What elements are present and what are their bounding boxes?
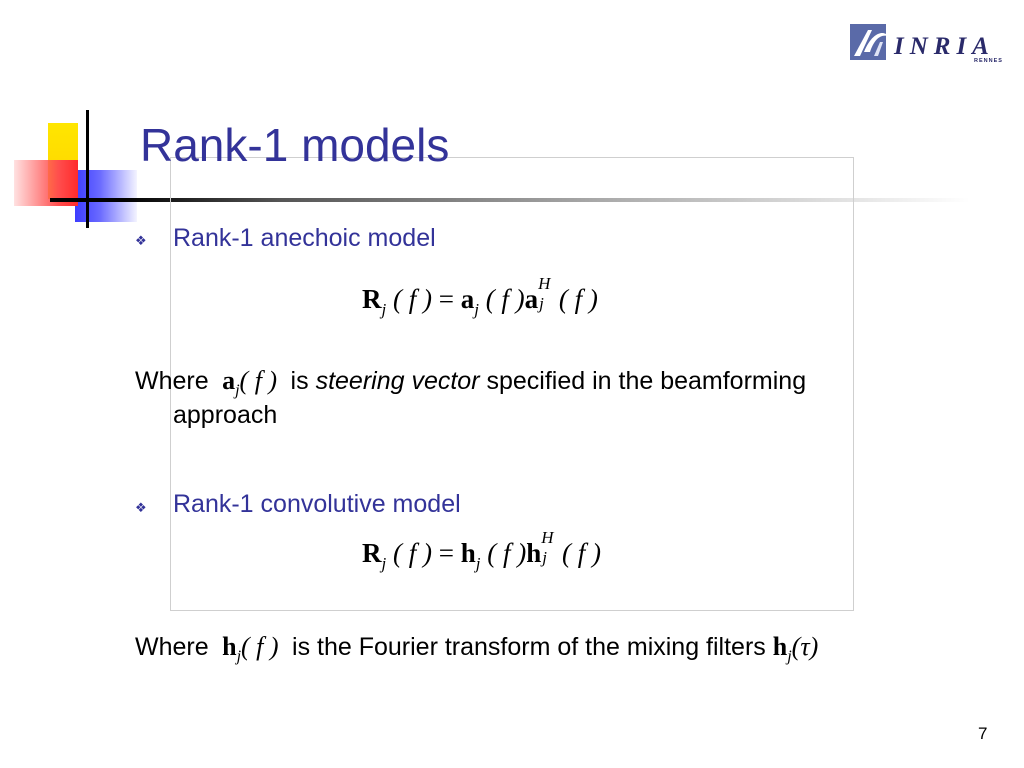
eq2-arg: ( f )	[392, 538, 432, 568]
section1-text-continuation: approach	[173, 401, 278, 429]
eq2-equals: =	[438, 538, 454, 568]
section2-where-sym: h	[222, 632, 237, 661]
eq1-a: a	[460, 284, 475, 314]
bullet-icon: ❖	[135, 233, 147, 248]
section1-where-line: Where aj( f ) is steering vector specifi…	[135, 364, 806, 408]
deco-vertical-line	[86, 110, 89, 228]
eq1-a2-arg: ( f )	[558, 284, 598, 314]
bullet-icon: ❖	[135, 500, 147, 515]
inria-logo-subtext: RENNES	[974, 58, 1003, 64]
section1-where-sub: j	[235, 382, 240, 400]
deco-horizontal-rule	[50, 198, 970, 202]
section2-where-arg: ( f )	[241, 632, 279, 661]
section2-tail-sym: h	[772, 632, 788, 661]
section1-text-is: is	[290, 367, 309, 395]
section2-text-rest: is the Fourier transform of the mixing f…	[292, 633, 766, 661]
eq2-lhs-sub: j	[381, 554, 387, 573]
eq2-h2: h	[526, 538, 542, 568]
content-frame	[170, 157, 854, 611]
eq2-h2-sub: j	[542, 548, 547, 567]
eq2-h: h	[460, 538, 476, 568]
eq1-a-arg: ( f )	[485, 284, 525, 314]
eq1-lhs-sub: j	[381, 300, 387, 319]
inria-logo: INRIA RENNES	[850, 22, 1010, 68]
eq2-lhs: R	[362, 538, 382, 568]
section1-heading: Rank-1 anechoic model	[173, 224, 436, 252]
eq1-equals: =	[438, 284, 454, 314]
section2-where-line: Where hj( f ) is the Fourier transform o…	[135, 630, 818, 674]
eq1-a2-sub: j	[539, 294, 544, 313]
slide-title: Rank-1 models	[140, 119, 450, 171]
section1-where-word: Where	[135, 367, 209, 395]
section2-where-word: Where	[135, 633, 209, 661]
section1-where-sym: a	[222, 366, 236, 395]
eq2-h-arg: ( f )	[487, 538, 527, 568]
eq1-a2-sup: H	[538, 274, 551, 293]
eq1-lhs: R	[362, 284, 382, 314]
deco-blue-square	[75, 170, 137, 222]
page-number: 7	[978, 724, 988, 743]
section1-text-rest: specified in the beamforming	[486, 367, 807, 395]
section1-text-italic: steering vector	[315, 367, 480, 395]
eq1-a2: a	[524, 284, 539, 314]
eq1-a-sub: j	[474, 300, 479, 319]
section1-where-arg: ( f )	[239, 366, 278, 395]
section2-tail-math: hj(τ)	[772, 632, 819, 665]
eq1-arg: ( f )	[392, 284, 432, 314]
section1-where-math: aj( f )	[216, 366, 284, 399]
eq2-h-sub: j	[475, 554, 481, 573]
inria-logo-mark-icon	[850, 24, 888, 60]
section2-where-sub: j	[236, 648, 242, 666]
inria-logo-text: INRIA	[894, 33, 995, 60]
section2-heading: Rank-1 convolutive model	[173, 490, 461, 518]
eq2-h2-arg: ( f )	[561, 538, 601, 568]
section2-where-math: hj( f )	[216, 632, 285, 665]
section2-tail-arg: (τ)	[791, 632, 819, 661]
eq2-h2-sup: H	[541, 528, 554, 547]
section2-tail-sub: j	[787, 648, 792, 666]
